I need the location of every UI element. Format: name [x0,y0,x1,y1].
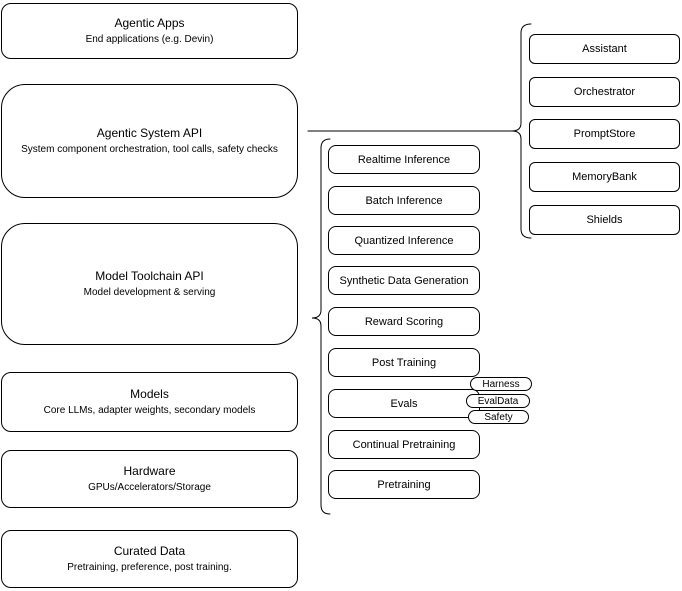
node-label: Continual Pretraining [352,438,456,451]
pill-evaldata: EvalData [466,394,530,408]
node-shields: Shields [529,205,680,235]
node-title: Hardware [123,464,176,478]
node-synthetic-data-generation: Synthetic Data Generation [328,266,480,295]
node-label: Realtime Inference [357,153,451,166]
node-quantized-inference: Quantized Inference [328,226,480,255]
node-continual-pretraining: Continual Pretraining [328,430,480,459]
node-label: MemoryBank [572,171,637,183]
node-models: Models Core LLMs, adapter weights, secon… [1,372,298,432]
node-subtitle: GPUs/Accelerators/Storage [88,482,211,493]
node-title: Agentic Apps [114,16,185,30]
node-label: Assistant [582,43,627,55]
node-label: Reward Scoring [364,315,444,328]
node-model-toolchain-api: Model Toolchain API Model development & … [1,223,298,345]
node-subtitle: Model development & serving [83,287,216,298]
node-subtitle: Pretraining, preference, post training. [67,562,232,573]
node-label: Orchestrator [573,86,636,98]
node-title: Curated Data [113,544,186,558]
node-title: Agentic System API [96,126,203,140]
node-assistant: Assistant [529,34,680,64]
node-label: PromptStore [573,128,636,140]
node-subtitle: System component orchestration, tool cal… [21,144,278,155]
node-label: Evals [390,397,418,410]
node-reward-scoring: Reward Scoring [328,307,480,336]
node-orchestrator: Orchestrator [529,77,680,107]
node-label: Post Training [371,356,437,369]
pill-safety: Safety [468,410,529,424]
pill-harness: Harness [470,377,532,391]
node-batch-inference: Batch Inference [328,186,480,215]
node-label: Batch Inference [365,194,443,207]
pill-label: Safety [484,411,513,423]
node-pretraining: Pretraining [328,470,480,499]
node-hardware: Hardware GPUs/Accelerators/Storage [1,450,298,508]
node-title: Models [130,387,169,401]
node-realtime-inference: Realtime Inference [328,145,480,174]
node-agentic-system-api: Agentic System API System component orch… [1,84,298,198]
node-label: Synthetic Data Generation [339,274,469,287]
node-post-training: Post Training [328,348,480,377]
node-memorybank: MemoryBank [529,162,680,192]
node-subtitle: End applications (e.g. Devin) [85,34,214,45]
node-subtitle: Core LLMs, adapter weights, secondary mo… [43,405,256,416]
node-label: Shields [586,214,623,226]
node-title: Model Toolchain API [95,269,204,283]
node-label: Pretraining [377,478,431,491]
node-evals: Evals [328,389,480,418]
pill-label: EvalData [477,395,519,407]
node-promptstore: PromptStore [529,119,680,149]
node-agentic-apps: Agentic Apps End applications (e.g. Devi… [1,3,298,59]
pill-label: Harness [482,378,520,390]
node-label: Quantized Inference [354,234,454,247]
node-curated-data: Curated Data Pretraining, preference, po… [1,530,298,588]
